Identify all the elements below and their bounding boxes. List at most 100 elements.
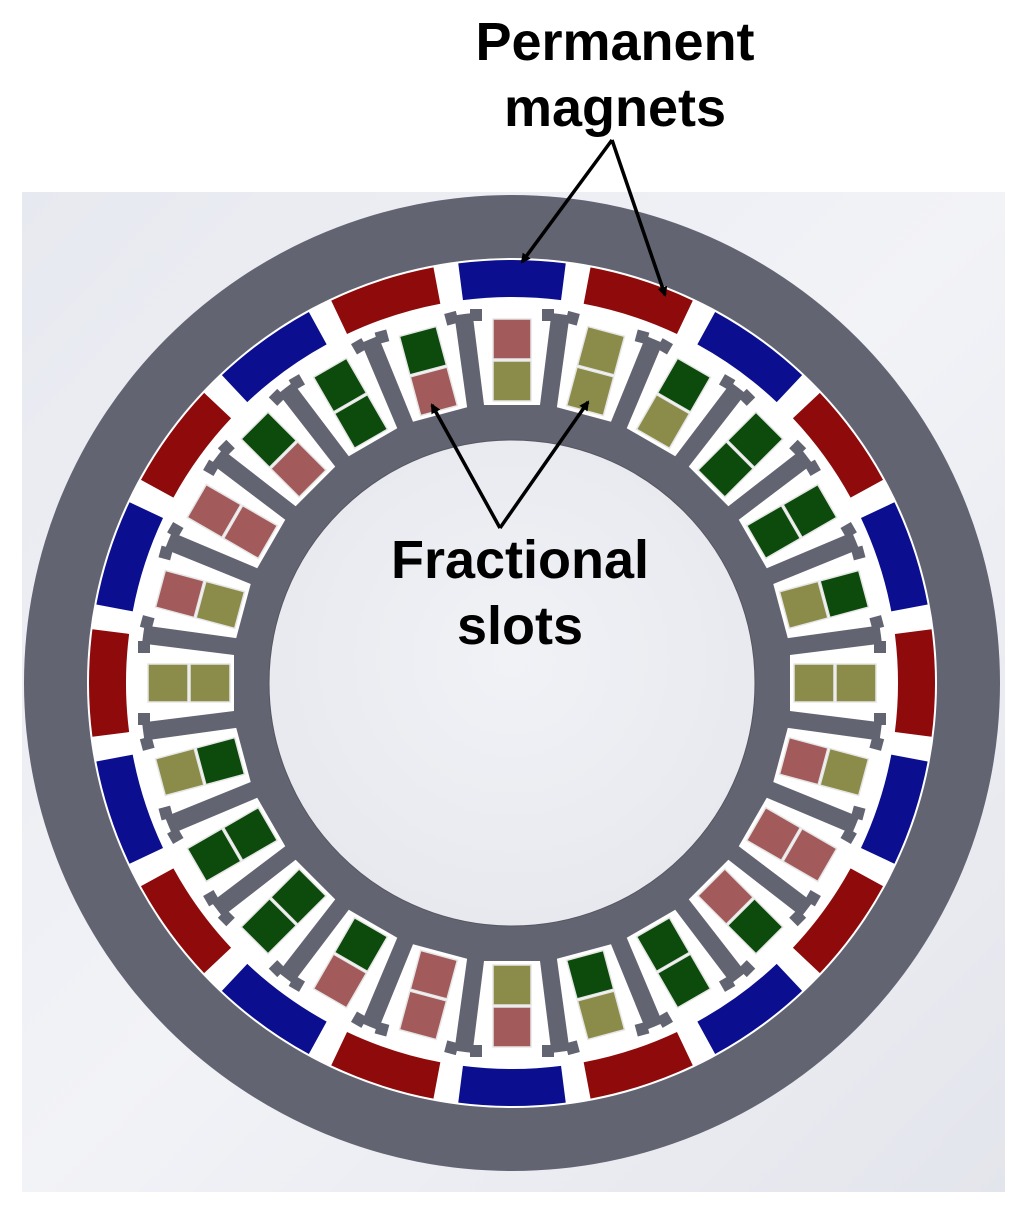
permanent-magnet [860,754,928,864]
permanent-magnet [894,629,935,737]
tooth-tip [444,1040,459,1056]
magnets-arrow-right [610,139,668,297]
tooth-tip [167,827,184,845]
permanent-magnets-label: Permanent magnets [430,10,800,142]
permanent-magnet [697,311,803,403]
coil-inner [696,440,755,499]
tooth-tip [203,459,220,477]
stator-slot [790,641,886,725]
tooth-tip [634,329,650,345]
coil-inner [635,916,691,973]
tooth-tip [656,338,674,355]
permanent-magnet [583,267,693,335]
permanent-magnet [140,392,232,498]
coil-inner [565,949,615,1000]
stator-slot [217,388,336,507]
coil-inner [409,949,459,1000]
stator-slot [374,310,468,422]
stator-slot [773,727,885,821]
permanent-magnet [860,502,928,612]
coil-outer [726,897,784,955]
coil-outer [576,325,626,376]
permanent-magnet [458,1065,566,1106]
permanent-magnet [331,267,441,335]
coil-outer [819,747,870,797]
coil-outer [492,318,532,360]
tooth-tip [374,1021,390,1037]
tooth-tip [874,641,886,653]
tooth-tip [268,960,286,978]
coil-inner [745,806,802,862]
stator-slot [374,944,468,1056]
stator-slot [556,944,650,1056]
tooth-tip [217,439,235,457]
permanent-magnet [583,1031,693,1099]
tooth-tip [718,975,736,992]
coil-outer [154,569,205,619]
fractional-slots-label-line2: slots [456,595,584,656]
tooth-tip [288,374,306,391]
tooth-tip [542,1045,554,1057]
stator-slot [470,961,554,1057]
coil-inner [778,736,829,786]
permanent-magnets-label-line1: Permanent [475,12,755,72]
stator-slot [556,310,650,422]
tooth-tip [167,521,184,539]
coil-inner [778,580,829,630]
stator-slot [217,859,336,978]
slots-arrow-right [498,400,590,530]
coil-outer [656,357,712,413]
stator-slot [688,388,807,507]
tooth-tip [565,310,580,326]
tooth-tip [139,615,155,630]
tooth-tip [288,975,306,992]
permanent-magnets-label-line2: magnets [503,77,727,138]
coil-outer [147,663,189,703]
tooth-tip [840,827,857,845]
coil-inner [333,916,389,973]
magnets-arrow-left [520,138,614,264]
coil-inner [195,736,246,786]
fractional-slots-label: Fractional slots [370,528,670,660]
tooth-tip [656,1011,674,1028]
coil-outer [240,411,298,469]
permanent-magnet [697,963,803,1055]
tooth-tip [804,889,821,907]
slots-arrow-left [430,403,502,529]
tooth-tip [350,1011,368,1028]
coil-inner [492,360,532,402]
coil-inner [492,964,532,1006]
tooth-tip [840,521,857,539]
coil-outer [726,411,784,469]
permanent-magnet [140,868,232,974]
motor-cross-section [24,195,1000,1171]
tooth-tip [738,960,756,978]
permanent-magnet [96,754,164,864]
tooth-tip [804,459,821,477]
coil-outer [186,827,242,883]
stator-slot [688,859,807,978]
permanent-magnet [792,392,884,498]
stator-slot [626,909,736,1028]
stator-slot [138,641,234,725]
coil-outer [819,569,870,619]
coil-outer [312,357,368,413]
tooth-tip [138,641,150,653]
coil-outer [782,827,838,883]
coil-outer [398,325,448,376]
coil-inner [635,393,691,450]
coil-outer [492,1006,532,1048]
coil-inner [696,867,755,926]
stator-bore [268,439,756,927]
permanent-magnet [221,311,327,403]
tooth-tip [158,545,174,561]
tooth-tip [374,329,390,345]
stator-slot [288,909,398,1028]
tooth-tip [350,338,368,355]
stator-slot [626,338,736,457]
stator-slot [139,545,251,639]
tooth-tip [789,909,807,927]
permanent-magnet [88,629,130,737]
stator-slot [167,459,286,569]
tooth-tip [850,545,866,561]
